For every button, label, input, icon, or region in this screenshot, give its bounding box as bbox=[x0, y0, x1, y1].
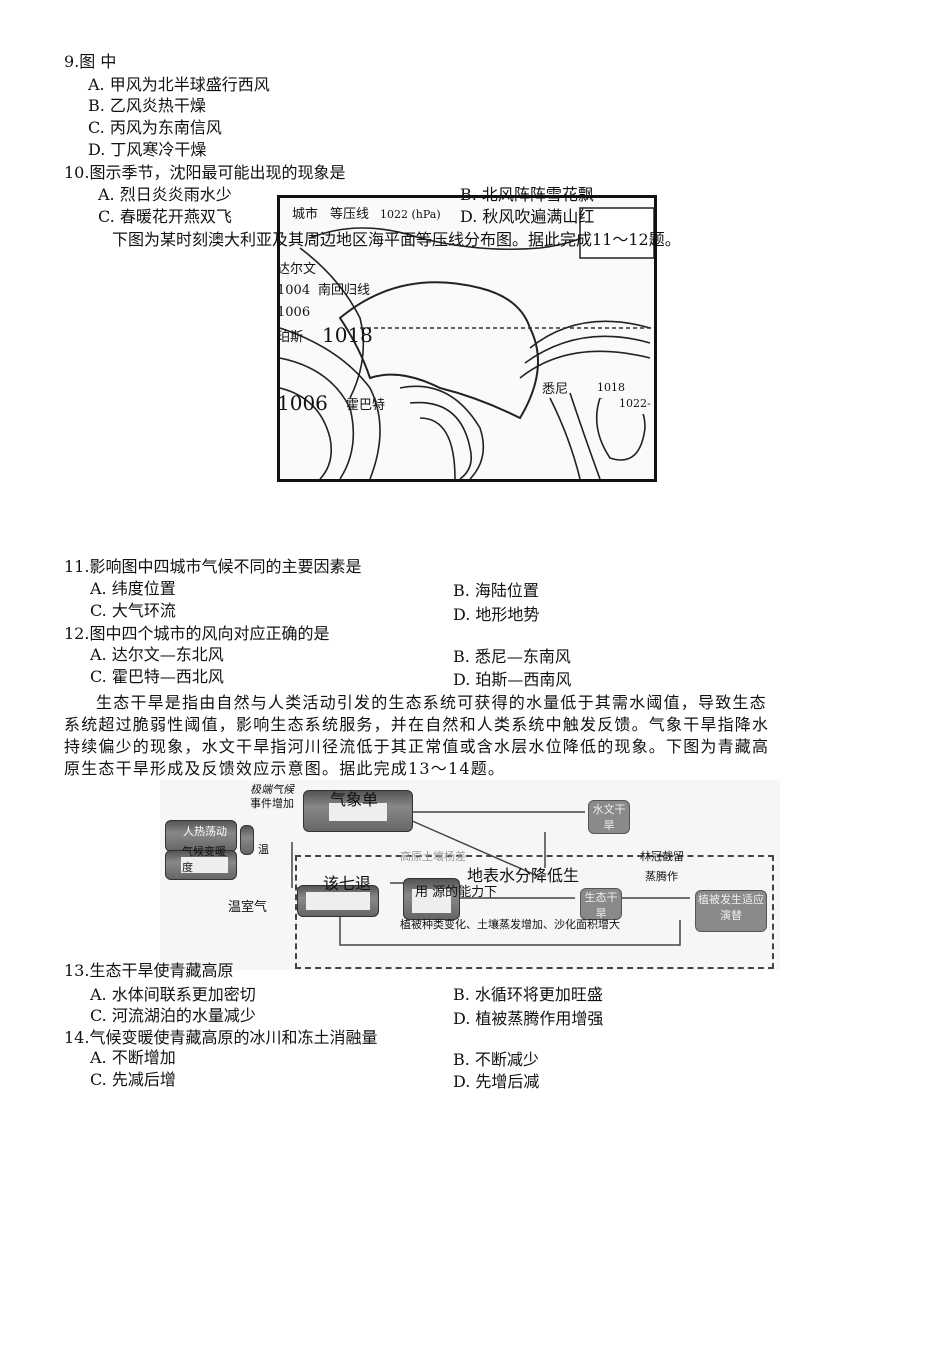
soil-box bbox=[403, 878, 460, 920]
intro-13-14-line3: 持续偏少的现象，水文干旱指河川径流低于其正常值或含水层水位降低的现象。下图为青藏… bbox=[64, 737, 770, 756]
small-box bbox=[240, 825, 254, 855]
hydro-label: 水文干旱 bbox=[592, 803, 626, 832]
q11-stem: 11.影响图中四城市气候不同的主要因素是 bbox=[64, 557, 362, 576]
label-sydney: 悉尼 bbox=[542, 382, 569, 397]
veg-change-label: 植被种类变化、土壤蒸发增加、沙化面积增大 bbox=[400, 918, 620, 931]
q11-option-b: B. 海陆位置 bbox=[453, 581, 539, 600]
q13-option-b: B. 水循环将更加旺盛 bbox=[453, 985, 603, 1004]
q13-stem: 13.生态干旱使青藏高原 bbox=[64, 961, 234, 980]
temp-label: 温 bbox=[258, 843, 269, 856]
degradation-box bbox=[297, 885, 379, 917]
degrade-label: 该七退 bbox=[323, 874, 372, 893]
extreme-label: 极端气候 bbox=[250, 783, 294, 796]
greenhouse-label: 温室气 bbox=[228, 900, 268, 915]
q10-stem: 10.图示季节，沈阳最可能出现的现象是 bbox=[64, 163, 346, 182]
hydrological-drought-box: 水文干旱 bbox=[588, 800, 630, 834]
eco-label: 生态干旱 bbox=[584, 891, 618, 920]
label-1018b: 1018 bbox=[597, 378, 625, 398]
q9-option-c: C. 丙风为东南信风 bbox=[88, 118, 222, 137]
label-perth: 珀斯 bbox=[277, 330, 304, 345]
climate-warming-box bbox=[165, 850, 237, 880]
q12-stem: 12.图中四个城市的风向对应正确的是 bbox=[64, 624, 330, 643]
degree-label: 度 bbox=[182, 861, 193, 874]
surface-label: 地表水分降低生 bbox=[467, 866, 580, 885]
soil-label: 高原土壤杨差 bbox=[400, 850, 466, 863]
q12-option-c: C. 霍巴特—西北风 bbox=[90, 667, 224, 686]
intro-11-12: 下图为某时刻澳大利亚及其周边地区海平面等压线分布图。据此完成11～12题。 bbox=[112, 230, 681, 249]
meteorological-drought-box bbox=[303, 790, 413, 832]
label-1006a: 1006 bbox=[277, 305, 311, 320]
q9-stem: 9.图 中 bbox=[64, 52, 117, 71]
q10-option-d: D. 秋风吹遍满山红 bbox=[460, 207, 595, 226]
q14-option-a: A. 不断增加 bbox=[90, 1048, 176, 1067]
meteo-label: 气象单 bbox=[330, 790, 379, 809]
vegetation-succession-box: 植被发生适应演替 bbox=[695, 890, 767, 932]
veg-label: 植被发生适应演替 bbox=[698, 893, 764, 922]
dashed-frame bbox=[295, 855, 774, 969]
q11-option-d: D. 地形地势 bbox=[453, 605, 540, 624]
q12-option-d: D. 珀斯—西南风 bbox=[453, 670, 572, 689]
q10-option-a: A. 烈日炎炎雨水少 bbox=[98, 185, 232, 204]
evap-label: 蒸腾作 bbox=[645, 870, 678, 883]
label-hobart: 霍巴特 bbox=[346, 398, 386, 413]
label-1004: 1004 bbox=[277, 283, 311, 298]
eco-drought-diagram: 水文干旱 生态干旱 植被发生适应演替 bbox=[160, 780, 780, 970]
q11-option-c: C. 大气环流 bbox=[90, 601, 176, 620]
q14-stem: 14.气候变暖使青藏高原的冰川和冻土消融量 bbox=[64, 1028, 378, 1047]
legend-isobar: 等压线 bbox=[330, 207, 370, 222]
water-use-label: 用 源的能力下 bbox=[415, 885, 498, 900]
q14-option-b: B. 不断减少 bbox=[453, 1050, 539, 1069]
label-1022: 1022- bbox=[619, 394, 651, 414]
q11-option-a: A. 纬度位置 bbox=[90, 579, 176, 598]
q13-option-c: C. 河流湖泊的水量减少 bbox=[90, 1006, 256, 1025]
q14-option-c: C. 先减后增 bbox=[90, 1070, 176, 1089]
q10-option-b: B. 北风阵阵雪花飘 bbox=[460, 185, 594, 204]
canopy-label: 林冠截留 bbox=[640, 850, 684, 863]
q13-option-a: A. 水体间联系更加密切 bbox=[90, 985, 256, 1004]
intro-13-14-line1: 生态干旱是指由自然与人类活动引发的生态系统可获得的水量低于其需水阈值，导致生态 bbox=[96, 693, 767, 712]
intro-13-14-line4: 原生态干旱形成及反馈效应示意图。据此完成13～14题。 bbox=[64, 759, 506, 778]
label-1018a: 1018 bbox=[322, 323, 373, 347]
q9-option-a: A. 甲风为北半球盛行西风 bbox=[88, 75, 270, 94]
extreme2-label: 事件增加 bbox=[250, 797, 294, 810]
label-darwin: 达尔文 bbox=[277, 262, 317, 277]
label-tropic: 南回归线 bbox=[318, 283, 371, 298]
map-drawing bbox=[279, 207, 655, 480]
q14-option-d: D. 先增后减 bbox=[453, 1072, 540, 1091]
diagram-arrows bbox=[291, 811, 690, 946]
human-label: 人热荡动 bbox=[183, 825, 227, 838]
warm-label: 气候变暖 bbox=[182, 845, 226, 858]
q12-option-b: B. 悉尼—东南风 bbox=[453, 647, 571, 666]
legend-unit: 1022 (hPa) bbox=[380, 208, 441, 221]
eco-drought-box: 生态干旱 bbox=[580, 888, 622, 920]
label-1006b: 1006 bbox=[277, 391, 328, 415]
q9-option-d: D. 丁风寒冷干燥 bbox=[88, 140, 207, 159]
q10-option-c: C. 春暖花开燕双飞 bbox=[98, 207, 232, 226]
q9-option-b: B. 乙风炎热干燥 bbox=[88, 96, 206, 115]
isobar-map bbox=[277, 195, 657, 482]
q12-option-a: A. 达尔文—东北风 bbox=[90, 645, 224, 664]
intro-13-14-line2: 系统超过脆弱性阈值，影响生态系统服务，并在自然和人类系统中触发反馈。气象干旱指降… bbox=[64, 715, 770, 734]
q13-option-d: D. 植被蒸腾作用增强 bbox=[453, 1009, 604, 1028]
legend-city: 城市 bbox=[292, 207, 319, 222]
